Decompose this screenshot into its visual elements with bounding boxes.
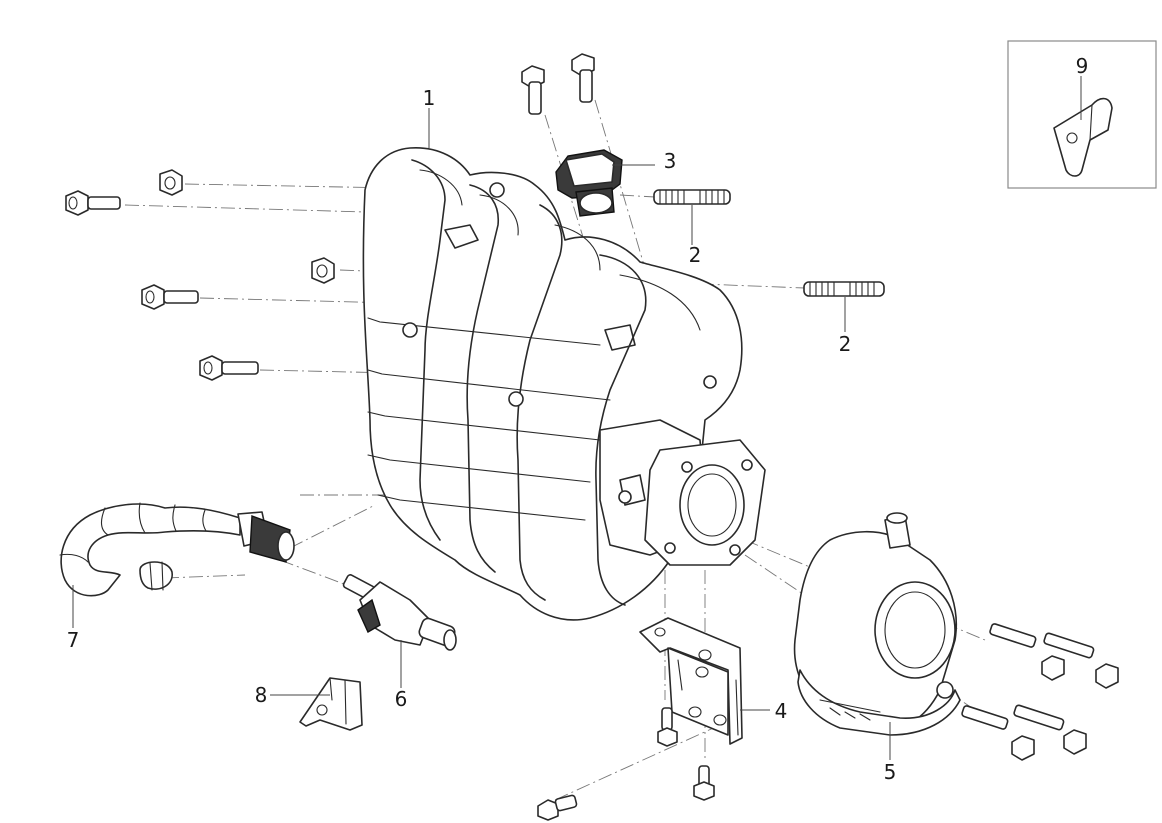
throttle-bolt-3	[961, 705, 1035, 761]
callout-7: 7	[67, 628, 80, 652]
callout-1: 1	[423, 86, 436, 110]
throttle-bracket	[639, 617, 743, 745]
flange-bolt-1	[65, 190, 121, 216]
intake-manifold	[362, 147, 766, 621]
callout-6: 6	[395, 687, 408, 711]
throttle-bolt-2	[1043, 632, 1119, 689]
inset-detail-box	[1007, 40, 1157, 189]
bracket-bolt-long	[537, 794, 578, 821]
callout-2-lower: 2	[839, 332, 852, 356]
flange-nut-1	[159, 169, 183, 196]
sensor-bracket	[299, 677, 363, 731]
callout-4: 4	[775, 699, 788, 723]
temperature-sensor	[342, 574, 457, 651]
breather-hose	[59, 502, 295, 597]
flange-nut-2	[311, 257, 335, 284]
bracket-bolt-small-2	[693, 765, 715, 801]
callout-2-upper: 2	[689, 243, 702, 267]
map-sensor	[555, 149, 623, 217]
map-sensor-bolt-left	[521, 65, 545, 115]
flange-bolt-2	[141, 284, 199, 310]
stud-upper	[653, 189, 731, 205]
callout-3: 3	[664, 149, 677, 173]
throttle-bolt-4	[1013, 704, 1087, 755]
callout-9: 9	[1076, 54, 1089, 78]
stud-lower	[803, 281, 885, 297]
throttle-bolt-1	[989, 623, 1065, 681]
bracket-bolt-small-1	[657, 707, 678, 747]
callout-8: 8	[255, 683, 268, 707]
map-sensor-bolt-right	[571, 53, 595, 103]
throttle-body	[793, 512, 961, 736]
leader-lines	[72, 76, 1082, 760]
hose-clamp	[139, 561, 173, 591]
callout-5: 5	[884, 760, 897, 784]
flange-bolt-3	[199, 355, 259, 381]
